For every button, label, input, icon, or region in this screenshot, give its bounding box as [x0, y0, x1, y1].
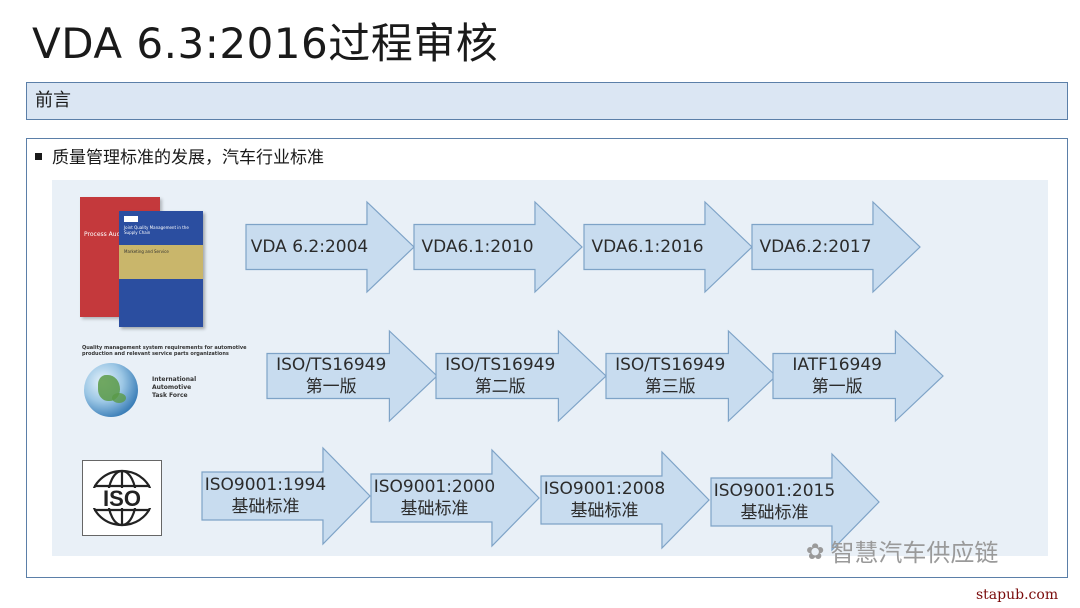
arrow-label-line: ISO9001:2008: [543, 479, 666, 499]
arrow-polygon: [605, 329, 777, 423]
arrow-label: VDA6.2:2017: [752, 202, 879, 292]
bullet-square-icon: [35, 152, 42, 160]
arrow-label-line: 第一版: [811, 377, 863, 397]
arrow-polygon: [266, 329, 438, 423]
arrow-label-line: 基础标准: [231, 497, 300, 517]
vda-red-book-text: Process Audit: [84, 231, 125, 238]
arrow-shape: [583, 200, 753, 294]
arrow-shape: [245, 200, 415, 294]
wechat-icon: ✿: [806, 540, 825, 565]
arrow-shape: [772, 329, 944, 423]
vda-blue-book-cover: Joint Quality Management in the Supply C…: [119, 211, 203, 327]
arrow-label: VDA 6.2:2004: [246, 202, 373, 292]
iso-logo-graphic: ISO: [89, 469, 155, 527]
watermark-text: 智慧汽车供应链: [830, 539, 999, 567]
arrow-label-line: 第二版: [474, 377, 526, 397]
vda-blue-book-band: [119, 245, 203, 279]
arrow-label-line: ISO9001:1994: [204, 475, 327, 495]
arrow-polygon: [413, 200, 583, 294]
arrow-polygon: [370, 448, 540, 548]
arrow-label-line: VDA6.1:2016: [591, 237, 704, 257]
arrow-shape: [710, 452, 880, 552]
iatf-name-line: International: [152, 376, 197, 383]
arrow-polygon: [435, 329, 607, 423]
timeline-arrow: VDA6.1:2010: [413, 200, 583, 294]
vda-blue-book-subtitle: Marketing and Service: [124, 249, 169, 254]
arrow-shape: [266, 329, 438, 423]
arrow-polygon: [751, 200, 921, 294]
arrow-label-line: ISO9001:2015: [713, 481, 836, 501]
arrow-label-line: VDA 6.2:2004: [250, 237, 369, 257]
arrow-polygon: [201, 446, 371, 546]
arrow-polygon: [710, 452, 880, 552]
vda-logo-icon: [124, 216, 138, 222]
iatf-name-line: Task Force: [152, 392, 188, 399]
globe-land-shape: [112, 393, 126, 403]
arrow-label-line: VDA6.1:2010: [421, 237, 534, 257]
bullet-item: 质量管理标准的发展，汽车行业标准: [35, 147, 324, 169]
timeline-arrow: VDA6.1:2016: [583, 200, 753, 294]
arrow-label: VDA6.1:2010: [414, 202, 541, 292]
arrow-shape: [413, 200, 583, 294]
arrow-shape: [751, 200, 921, 294]
slide-title: VDA 6.3:2016过程审核: [32, 19, 499, 68]
arrow-polygon: [583, 200, 753, 294]
arrow-polygon: [772, 329, 944, 423]
timeline-arrow: VDA6.2:2017: [751, 200, 921, 294]
arrow-label-line: 基础标准: [570, 501, 639, 521]
timeline-arrow: VDA 6.2:2004: [245, 200, 415, 294]
arrow-polygon: [245, 200, 415, 294]
iatf-name: International Automotive Task Force: [152, 376, 196, 400]
arrow-label: VDA6.1:2016: [584, 202, 711, 292]
arrow-label-line: VDA6.2:2017: [759, 237, 872, 257]
watermark: ✿智慧汽车供应链: [806, 538, 998, 568]
arrow-label-line: 第三版: [644, 377, 696, 397]
iatf-note-text: Quality management system requirements f…: [82, 345, 247, 357]
arrow-shape: [435, 329, 607, 423]
iso-logo-icon: ISO: [82, 460, 162, 536]
arrow-shape: [540, 450, 710, 550]
arrow-polygon: [540, 450, 710, 550]
arrow-label-line: 第一版: [305, 377, 357, 397]
arrow-label-line: ISO/TS16949: [445, 355, 556, 375]
arrow-shape: [201, 446, 371, 546]
arrow-label-line: 基础标准: [400, 499, 469, 519]
arrow-label-line: ISO/TS16949: [615, 355, 726, 375]
arrow-label-line: ISO9001:2000: [373, 477, 496, 497]
arrow-label-line: IATF16949: [792, 355, 882, 375]
section-header-bar: 前言: [26, 82, 1068, 120]
section-label: 前言: [35, 90, 71, 111]
iatf-name-line: Automotive: [152, 384, 192, 391]
vda-blue-book-title: Joint Quality Management in the Supply C…: [124, 225, 189, 235]
arrow-shape: [605, 329, 777, 423]
iso-logo-text: ISO: [103, 486, 141, 511]
arrow-label-line: 基础标准: [740, 503, 809, 523]
arrow-label-line: ISO/TS16949: [276, 355, 387, 375]
iatf-globe-icon: [84, 363, 138, 417]
arrow-shape: [370, 448, 540, 548]
bullet-text: 质量管理标准的发展，汽车行业标准: [52, 148, 324, 168]
site-url: stapub.com: [976, 587, 1059, 603]
